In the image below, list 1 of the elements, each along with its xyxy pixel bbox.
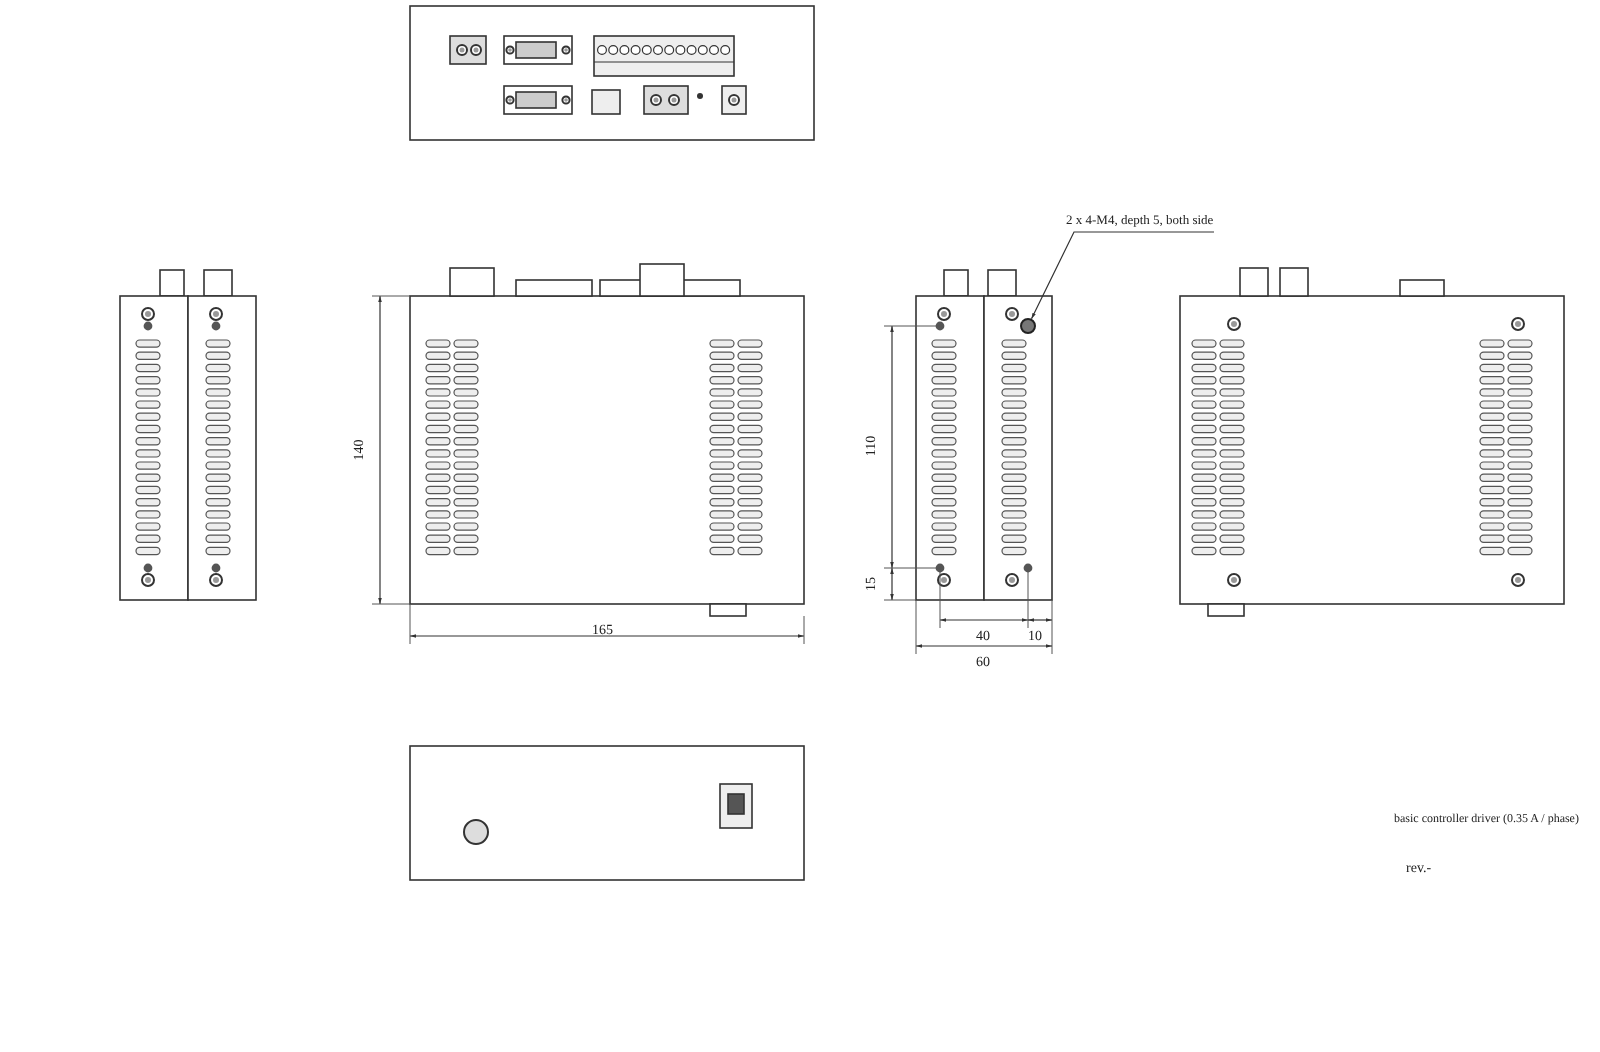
leader-line: [1030, 231, 1215, 320]
